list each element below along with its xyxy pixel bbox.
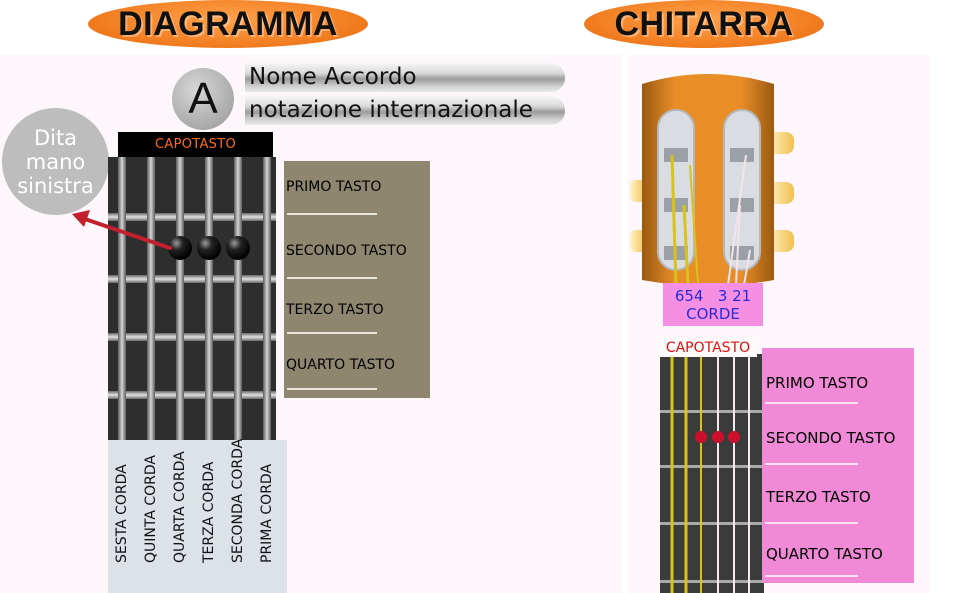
head-string-1 bbox=[743, 249, 751, 286]
string-name-1: PRIMA CORDA bbox=[259, 463, 275, 563]
diagram-string-5 bbox=[147, 157, 155, 442]
diagram-fret-2 bbox=[108, 275, 276, 283]
guitar-fret-label-3: TERZO TASTO bbox=[766, 488, 871, 506]
guitar-fret-label-2: SECONDO TASTO bbox=[766, 429, 896, 447]
diagram-fret-label-4: QUARTO TASTO bbox=[286, 357, 396, 373]
guitar-header-text: CHITARRA bbox=[614, 4, 794, 43]
finger-label-line-3: sinistra bbox=[17, 173, 94, 198]
string-name-6: SESTA CORDA bbox=[114, 464, 130, 563]
finger-dot-string-3 bbox=[197, 236, 221, 260]
chord-notation-bar: notazione internazionale bbox=[245, 96, 565, 125]
string-name-3: TERZA CORDA bbox=[201, 461, 217, 563]
diagram-fret-underline-3 bbox=[287, 332, 377, 334]
arrow-shaft bbox=[80, 216, 172, 250]
diagram-fret-3 bbox=[108, 333, 276, 341]
guitar-illustration bbox=[630, 74, 794, 593]
head-string-3 bbox=[727, 154, 747, 286]
neck-fret-2 bbox=[660, 465, 764, 468]
head-string-6 bbox=[670, 154, 678, 286]
guitar-dot-string-4 bbox=[695, 431, 707, 443]
string-names-box: SESTA CORDA QUINTA CORDA QUARTA CORDA TE… bbox=[108, 438, 287, 593]
diagram-capotasto: CAPOTASTO bbox=[118, 132, 273, 158]
string-name-5: QUINTA CORDA bbox=[143, 455, 159, 563]
guitar-fret-label-1: PRIMO TASTO bbox=[766, 374, 869, 392]
head-string-2 bbox=[735, 204, 741, 286]
diagram-fret-label-1: PRIMO TASTO bbox=[286, 179, 382, 195]
neck-fret-3 bbox=[660, 522, 764, 525]
diagram-string-2 bbox=[234, 157, 242, 442]
string-name-4: QUARTA CORDA bbox=[172, 451, 188, 563]
tuner-peg-3 bbox=[768, 230, 794, 252]
corde-box: 654 3 21 CORDE bbox=[663, 283, 763, 326]
guitar-dot-string-2 bbox=[728, 431, 740, 443]
head-string-5 bbox=[682, 204, 690, 286]
guitar-header: CHITARRA bbox=[584, 0, 824, 48]
guitar-fret-underline-3 bbox=[765, 522, 858, 524]
guitar-fret-panel: PRIMO TASTO SECONDO TASTO TERZO TASTO QU… bbox=[762, 348, 914, 583]
string-numbers-left: 654 bbox=[674, 287, 704, 305]
diagram-fret-underline-4 bbox=[287, 388, 377, 390]
arrow-head bbox=[72, 210, 90, 227]
finger-dot-string-2 bbox=[226, 236, 250, 260]
corde-label: CORDE bbox=[686, 305, 740, 323]
tuner-peg-1 bbox=[768, 132, 794, 154]
guitar-capotasto: CAPOTASTO bbox=[659, 339, 757, 357]
finger-label-circle: Dita mano sinistra bbox=[2, 108, 109, 215]
neck-fret-4 bbox=[660, 580, 764, 583]
finger-label-line-1: Dita bbox=[33, 125, 78, 150]
diagram-fret-panel: PRIMO TASTO SECONDO TASTO TERZO TASTO QU… bbox=[284, 161, 430, 398]
chord-symbol: A bbox=[172, 68, 234, 130]
finger-dot-string-4 bbox=[168, 236, 192, 260]
diagram-string-4 bbox=[176, 157, 184, 442]
guitar-fret-underline-4 bbox=[765, 575, 858, 577]
diagram-string-3 bbox=[205, 157, 213, 442]
diagram-header-text: DIAGRAMMA bbox=[118, 4, 338, 43]
chord-name-bar: Nome Accordo bbox=[245, 63, 565, 92]
roller-5 bbox=[730, 198, 754, 212]
string-numbers-right: 3 21 bbox=[717, 287, 752, 305]
diagram-fret-underline-2 bbox=[287, 277, 377, 279]
guitar-dot-string-3 bbox=[712, 431, 724, 443]
guitar-neck bbox=[660, 354, 764, 593]
string-name-2: SECONDA CORDA bbox=[230, 438, 246, 563]
finger-label-line-2: mano bbox=[25, 149, 86, 174]
neck-fret-1 bbox=[660, 410, 764, 413]
guitar-fret-underline-2 bbox=[765, 463, 858, 465]
guitar-fret-underline-1 bbox=[765, 402, 858, 404]
diagram-header: DIAGRAMMA bbox=[88, 0, 368, 48]
head-string-4 bbox=[689, 164, 699, 286]
roller-1 bbox=[664, 148, 688, 162]
guitar-fret-label-4: QUARTO TASTO bbox=[766, 545, 883, 563]
diagram-fret-underline-1 bbox=[287, 213, 377, 215]
diagram-string-1 bbox=[263, 157, 271, 442]
chord-diagram bbox=[108, 157, 276, 442]
diagram-fret-label-2: SECONDO TASTO bbox=[286, 243, 407, 259]
finger-arrow bbox=[72, 210, 172, 250]
roller-4 bbox=[730, 148, 754, 162]
diagram-fret-label-3: TERZO TASTO bbox=[286, 302, 384, 318]
diagram-fret-4 bbox=[108, 391, 276, 399]
roller-2 bbox=[664, 198, 688, 212]
diagram-fret-1 bbox=[108, 213, 276, 221]
tuner-peg-2 bbox=[768, 182, 794, 204]
diagram-string-6 bbox=[118, 157, 126, 442]
